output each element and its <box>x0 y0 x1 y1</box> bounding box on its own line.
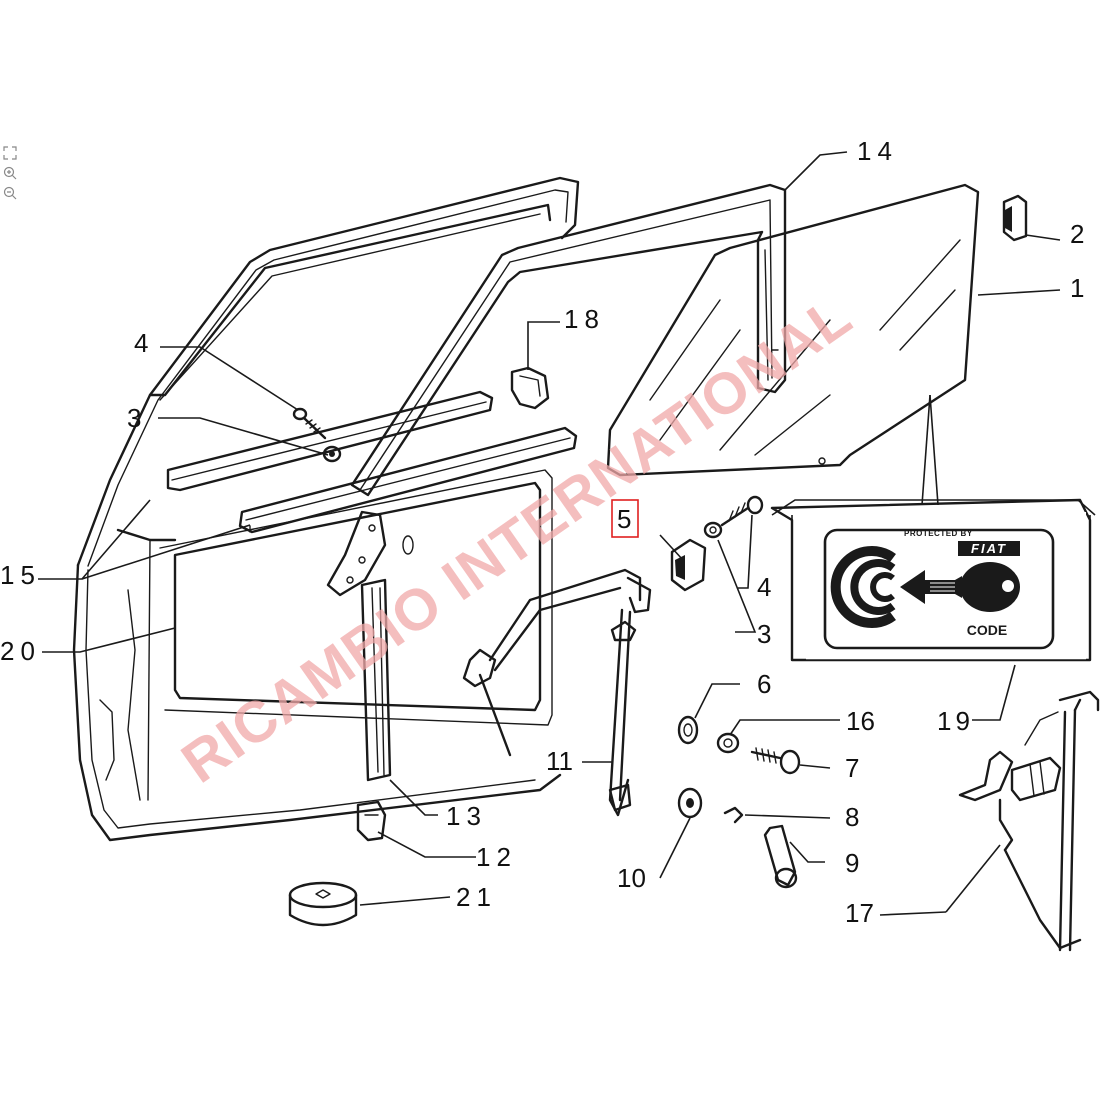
callout-1: 1 <box>1070 273 1084 303</box>
regulator-bracket <box>356 800 387 842</box>
part-5-bushing <box>670 538 707 592</box>
callout-4a: 4 <box>134 328 148 358</box>
callout-13: 13 <box>446 801 487 831</box>
code-sticker: PROTECTED BY FIAT CODE <box>770 498 1096 662</box>
electric-regulator <box>958 690 1100 952</box>
window-glass <box>606 183 980 477</box>
part-9-handle <box>763 824 798 889</box>
fullscreen-icon[interactable] <box>2 146 18 162</box>
part-7-screw <box>750 747 801 775</box>
callout-11: 11 <box>546 746 573 776</box>
cable-regulator <box>462 568 652 817</box>
zoom-out-icon[interactable] <box>2 186 18 202</box>
glass-run-channel <box>350 183 787 497</box>
window-regulator <box>326 510 392 782</box>
part-21-pad <box>288 881 358 927</box>
callout-6: 6 <box>757 669 771 699</box>
callout-9: 9 <box>845 848 859 878</box>
guide-clip-part <box>510 366 550 410</box>
callout-14: 14 <box>857 136 898 166</box>
weatherstrip-outer <box>166 390 494 492</box>
callout-20: 20 <box>0 636 41 666</box>
callout-3a: 3 <box>127 403 141 433</box>
viewer-toolbar <box>2 146 22 206</box>
sticker-protected-by: PROTECTED BY <box>904 529 973 538</box>
part-8-clip <box>723 806 744 824</box>
callout-16: 16 <box>846 706 875 736</box>
callout-15: 15 <box>0 560 41 590</box>
watermark-text: RICAMBIO INTERNATIONAL <box>170 283 863 795</box>
callout-10: 10 <box>617 863 646 893</box>
screw-right <box>720 495 764 527</box>
sticker-code-label: CODE <box>967 622 1007 638</box>
callout-18: 18 <box>564 304 605 334</box>
callout-7: 7 <box>845 753 859 783</box>
callout-8: 8 <box>845 802 859 832</box>
part-6-washer <box>677 715 699 745</box>
callout-2: 2 <box>1070 219 1084 249</box>
callout-5: 5 <box>617 504 631 534</box>
callout-12: 12 <box>476 842 517 872</box>
washer-right <box>703 521 723 539</box>
callout-17: 17 <box>845 898 874 928</box>
door-shell <box>72 176 580 842</box>
sticker-brand: FIAT <box>971 541 1007 556</box>
part-10-bushing <box>677 787 703 819</box>
screw-left <box>292 407 327 440</box>
glass-clip-part <box>1002 194 1028 242</box>
callout-21: 21 <box>456 882 497 912</box>
leader-lines <box>38 151 1061 916</box>
part-16-washer <box>716 732 740 754</box>
zoom-in-icon[interactable] <box>2 166 18 182</box>
callout-5-highlight <box>611 499 639 538</box>
callout-4b: 4 <box>757 572 771 602</box>
callout-labels: 1 2 3 3 4 4 5 6 7 8 9 10 11 12 13 14 15 … <box>0 136 1084 928</box>
callout-19: 19 <box>937 706 974 736</box>
callout-3b: 3 <box>757 619 771 649</box>
weatherstrip-inner <box>238 426 578 534</box>
